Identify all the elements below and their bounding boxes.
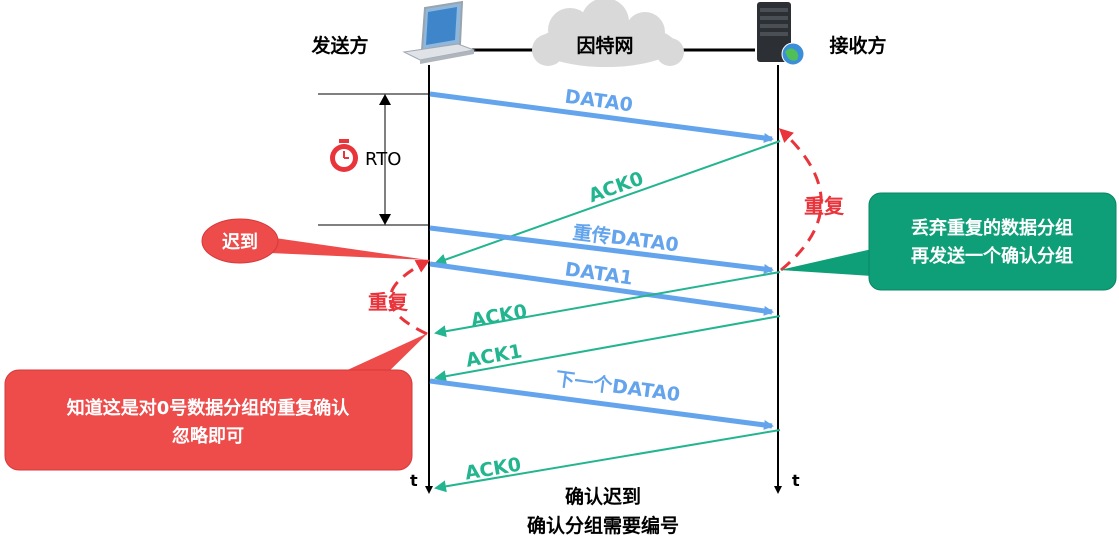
msg-arrow-8 [434,429,781,493]
late-callout [201,218,428,264]
msg-label-6: ACK1 [464,340,524,371]
msg-arrow-7 [429,378,774,430]
rto-label: RTO [365,149,401,170]
sender-note-line-1: 知道这是对0号数据分组的重复确认 [67,397,351,419]
sender-label: 发送方 [310,34,368,57]
server-icon [757,2,805,66]
msg-label-2: ACK0 [586,168,647,208]
late-callout-text: 迟到 [222,232,258,253]
receiver-note-line-1: 丢弃重复的数据分组 [911,217,1073,239]
msg-arrow-1 [429,91,774,143]
sender-time-label: t [410,471,418,490]
msg-arrow-2 [434,140,781,266]
msg-label-8: ACK0 [463,454,522,485]
duplicate-sender-label: 重复 [368,290,409,314]
sender-note-line-2: 忽略即可 [172,425,244,447]
receiver-time-label: t [792,471,800,490]
msg-arrow-6 [434,315,781,383]
duplicate-receiver-curve [778,128,823,272]
stopwatch-icon [330,139,358,172]
msg-arrow-5 [434,271,781,338]
sender-note-callout [4,333,428,471]
receiver-label: 接收方 [829,34,886,57]
receiver-note-line-2: 再发送一个确认分组 [911,245,1073,267]
network-label: 因特网 [576,35,633,57]
duplicate-receiver-label: 重复 [804,194,845,218]
caption-line-2: 确认分组需要编号 [527,514,679,537]
receiver-note-callout [780,192,1117,291]
laptop-icon [402,0,476,64]
msg-label-5: ACK0 [469,300,529,331]
msg-arrow-3 [429,225,774,274]
caption-line-1: 确认迟到 [565,485,641,508]
msg-arrow-4 [429,261,774,316]
duplicate-sender-curve [388,259,431,336]
cloud-icon [532,0,684,67]
